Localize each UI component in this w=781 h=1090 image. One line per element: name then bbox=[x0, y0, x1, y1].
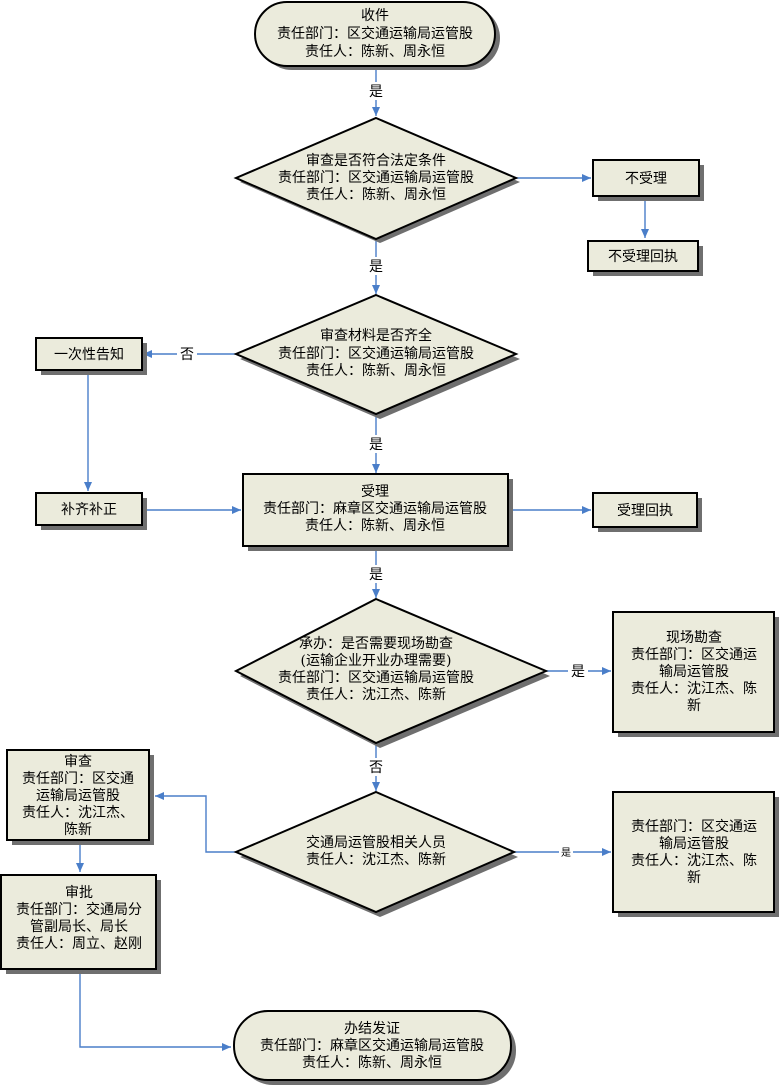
node-site-survey: 现场勘查 责任部门：区交通运 输局运管股 责任人：沈江杰、陈 新 bbox=[612, 611, 779, 737]
node-undertake: 承办：是否需要现场勘查 (运输企业开业办理需要) 责任部门：区交通运输局运管股 … bbox=[233, 597, 550, 748]
node-site-survey-line-3: 输局运管股 bbox=[659, 664, 729, 680]
node-approve-line-1: 审批 bbox=[65, 885, 93, 901]
node-material-check-line-3: 责任人：陈新、周永恒 bbox=[306, 362, 446, 379]
node-staff-line-2: 责任人：沈江杰、陈新 bbox=[306, 851, 446, 868]
node-undertake-line-2: (运输企业开业办理需要) bbox=[301, 652, 452, 669]
node-accept-receipt-line-1: 受理回执 bbox=[617, 503, 673, 519]
node-accept-receipt: 受理回执 bbox=[592, 492, 702, 532]
node-material-check-line-2: 责任部门：区交通运输局运管股 bbox=[278, 345, 474, 362]
node-notify-once-line-1: 一次性告知 bbox=[54, 346, 124, 363]
edge-label-no-2: 否 bbox=[369, 760, 383, 776]
node-undertake-line-1: 承办：是否需要现场勘查 bbox=[299, 636, 453, 652]
node-undertake-line-4: 责任人：沈江杰、陈新 bbox=[306, 686, 446, 703]
node-start-line-1: 收件 bbox=[361, 8, 389, 24]
edge-labels: 是 是 否 是 是 是 否 是 bbox=[177, 82, 588, 859]
edge-approve-to-finish bbox=[79, 971, 231, 1051]
edge-staff-to-review bbox=[155, 792, 236, 853]
node-accept: 受理 责任部门：麻章区交通运输局运管股 责任人：陈新、周永恒 bbox=[242, 473, 513, 551]
node-site-survey-line-1: 现场勘查 bbox=[666, 630, 722, 646]
node-staff: 交通局运管股相关人员 责任人：沈江杰、陈新 bbox=[233, 790, 518, 917]
edge-label-no-1: 否 bbox=[180, 347, 194, 363]
node-finish-line-3: 责任人：陈新、周永恒 bbox=[302, 1054, 442, 1071]
node-finish-line-1: 办结发证 bbox=[344, 1021, 400, 1037]
node-notify-once: 一次性告知 bbox=[35, 337, 147, 375]
node-staff-side-line-3: 责任人：沈江杰、陈 bbox=[631, 852, 757, 869]
edge-label-yes-4: 是 bbox=[369, 567, 383, 583]
node-approve-line-2: 责任部门：交通局分 bbox=[16, 901, 142, 918]
node-review: 审查 责任部门：区交通 运输局运管股 责任人：沈江杰、 陈新 bbox=[6, 749, 154, 845]
node-finish-line-2: 责任部门：麻章区交通运输局运管股 bbox=[260, 1037, 484, 1054]
node-finish: 办结发证 责任部门：麻章区交通运输局运管股 责任人：陈新、周永恒 bbox=[233, 1010, 516, 1085]
node-reject: 不受理 bbox=[592, 159, 704, 201]
edge-label-yes-3: 是 bbox=[369, 437, 383, 453]
node-start: 收件 责任部门：区交通运输局运管股 责任人：陈新、周永恒 bbox=[254, 1, 500, 70]
node-legal-check-line-1: 审查是否符合法定条件 bbox=[306, 152, 446, 169]
node-site-survey-line-4: 责任人：沈江杰、陈 bbox=[631, 680, 757, 697]
node-reject-receipt-line-1: 不受理回执 bbox=[608, 249, 678, 265]
node-reject-line-1: 不受理 bbox=[625, 171, 667, 187]
node-review-line-4: 责任人：沈江杰、 bbox=[22, 805, 134, 821]
edge-label-yes-1: 是 bbox=[369, 84, 383, 100]
node-approve-line-3: 管副局长、局长 bbox=[30, 919, 128, 935]
node-accept-line-3: 责任人：陈新、周永恒 bbox=[305, 517, 445, 534]
node-review-line-3: 运输局运管股 bbox=[36, 788, 120, 804]
node-site-survey-line-5: 新 bbox=[687, 698, 701, 714]
node-review-line-5: 陈新 bbox=[64, 821, 92, 838]
node-accept-line-1: 受理 bbox=[361, 484, 389, 500]
node-staff-line-1: 交通局运管股相关人员 bbox=[306, 834, 446, 851]
node-approve: 审批 责任部门：交通局分 管副局长、局长 责任人：周立、赵刚 bbox=[0, 874, 161, 974]
node-approve-line-4: 责任人：周立、赵刚 bbox=[16, 936, 142, 952]
node-legal-check-line-2: 责任部门：区交通运输局运管股 bbox=[278, 169, 474, 186]
node-staff-side-line-2: 输局运管股 bbox=[659, 836, 729, 852]
node-supplement-line-1: 补齐补正 bbox=[61, 502, 117, 518]
node-material-check: 审查材料是否齐全 责任部门：区交通运输局运管股 责任人：陈新、周永恒 bbox=[233, 293, 520, 419]
node-site-survey-line-2: 责任部门：区交通运 bbox=[631, 646, 757, 663]
node-staff-side-line-1: 责任部门：区交通运 bbox=[631, 818, 757, 835]
node-accept-line-2: 责任部门：麻章区交通运输局运管股 bbox=[263, 500, 487, 517]
node-staff-side-line-4: 新 bbox=[687, 870, 701, 886]
node-reject-receipt: 不受理回执 bbox=[587, 240, 703, 276]
node-material-check-line-1: 审查材料是否齐全 bbox=[320, 327, 432, 344]
node-start-line-3: 责任人：陈新、周永恒 bbox=[305, 43, 445, 60]
edge-label-yes-5: 是 bbox=[571, 664, 585, 680]
node-legal-check-line-3: 责任人：陈新、周永恒 bbox=[306, 186, 446, 203]
edge-label-yes-6: 是 bbox=[561, 847, 571, 859]
node-staff-side: 责任部门：区交通运 输局运管股 责任人：沈江杰、陈 新 bbox=[612, 791, 779, 917]
node-supplement: 补齐补正 bbox=[35, 492, 147, 530]
edge-label-yes-2: 是 bbox=[369, 259, 383, 275]
node-review-line-2: 责任部门：区交通 bbox=[22, 770, 134, 787]
node-undertake-line-3: 责任部门：区交通运输局运管股 bbox=[278, 669, 474, 686]
node-legal-check: 审查是否符合法定条件 责任部门：区交通运输局运管股 责任人：陈新、周永恒 bbox=[233, 116, 520, 243]
node-start-line-2: 责任部门：区交通运输局运管股 bbox=[277, 25, 473, 42]
node-review-line-1: 审查 bbox=[64, 754, 92, 770]
